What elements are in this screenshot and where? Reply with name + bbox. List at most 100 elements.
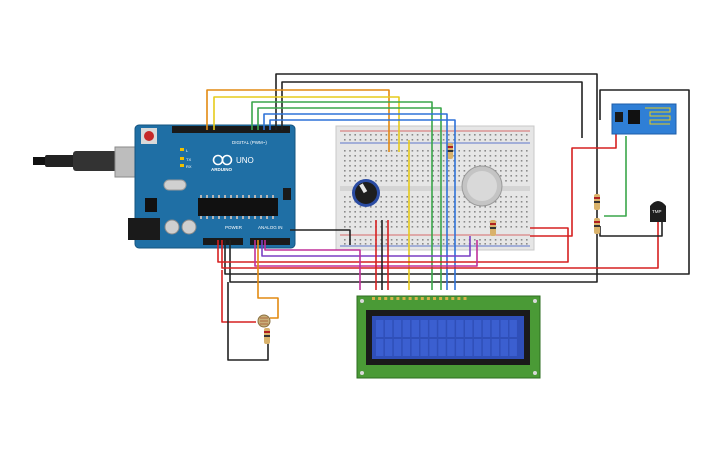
wire-black bbox=[599, 222, 663, 237]
resistor[interactable] bbox=[264, 328, 270, 344]
lcd-pin bbox=[457, 297, 461, 300]
lcd-character-cell bbox=[456, 339, 464, 356]
lcd-pins bbox=[372, 297, 467, 300]
wire-black bbox=[229, 73, 598, 283]
lcd-pin bbox=[384, 297, 388, 300]
lcd-character-cell bbox=[393, 339, 402, 356]
wire-magenta bbox=[254, 240, 478, 267]
lcd-character-cell bbox=[473, 320, 482, 337]
lcd-character-cell bbox=[429, 339, 437, 356]
wire-green bbox=[257, 107, 442, 290]
lcd-character-cell bbox=[384, 320, 393, 337]
digital-header-text: DIGITAL (PWM~) bbox=[232, 140, 267, 145]
wire-orange bbox=[257, 240, 279, 319]
tmp-label: TMP bbox=[652, 209, 662, 214]
lcd-character-cell bbox=[465, 320, 473, 337]
power-jack bbox=[128, 218, 160, 240]
atmega-chip bbox=[198, 198, 278, 216]
wire-red bbox=[221, 222, 659, 269]
arduino-board[interactable]: DIGITAL (PWM~) L TX RX UNO ARDUINO bbox=[128, 124, 296, 249]
lcd-pin bbox=[420, 297, 424, 300]
voltage-regulator bbox=[145, 198, 157, 212]
gas-sensor[interactable] bbox=[461, 165, 503, 207]
lcd-character-cell bbox=[438, 320, 446, 337]
rx-label: RX bbox=[186, 164, 192, 169]
lcd-character-cell bbox=[393, 320, 402, 337]
wire-green bbox=[251, 101, 433, 290]
power-header bbox=[203, 238, 243, 245]
tx-label: TX bbox=[186, 157, 191, 162]
digital-header bbox=[172, 126, 290, 133]
lcd-cells bbox=[376, 320, 517, 356]
lcd-character-cell bbox=[411, 320, 419, 337]
icsp-header bbox=[283, 188, 291, 200]
model-text: UNO bbox=[236, 156, 254, 165]
lcd-character-cell bbox=[447, 339, 455, 356]
lcd-character-cell bbox=[491, 320, 500, 337]
lcd-character-cell bbox=[376, 339, 384, 356]
lcd-character-cell bbox=[500, 339, 508, 356]
led-label: L bbox=[186, 148, 189, 153]
chip-pins bbox=[200, 195, 274, 219]
lcd-character-cell bbox=[482, 320, 491, 337]
lcd-character-cell bbox=[420, 320, 428, 337]
wire-orange bbox=[206, 89, 390, 152]
lcd-character-cell bbox=[402, 320, 411, 337]
lcd-pin bbox=[445, 297, 449, 300]
lcd-pin bbox=[408, 297, 412, 300]
esp8266-module[interactable] bbox=[611, 103, 677, 135]
wire-green bbox=[604, 136, 627, 217]
lcd-character-cell bbox=[465, 339, 473, 356]
lcd-character-cell bbox=[509, 339, 517, 356]
lcd-pin bbox=[390, 297, 394, 300]
lcd-display[interactable] bbox=[356, 295, 541, 379]
lcd-pin bbox=[378, 297, 382, 300]
wire-yellow bbox=[213, 96, 400, 152]
potentiometer[interactable] bbox=[352, 179, 380, 207]
wire-blue bbox=[263, 113, 448, 290]
lcd-character-cell bbox=[438, 339, 446, 356]
wire-red bbox=[221, 270, 256, 323]
capacitor bbox=[164, 219, 180, 235]
resistor[interactable] bbox=[594, 218, 600, 234]
lcd-character-cell bbox=[402, 339, 411, 356]
wire-red bbox=[530, 134, 617, 237]
lcd-character-cell bbox=[456, 320, 464, 337]
reset-button[interactable] bbox=[141, 128, 157, 144]
crystal bbox=[163, 179, 187, 191]
resistor[interactable] bbox=[594, 194, 600, 210]
lcd-pin bbox=[426, 297, 430, 300]
lcd-character-cell bbox=[411, 339, 419, 356]
resistor[interactable] bbox=[447, 143, 453, 159]
capacitor bbox=[181, 219, 197, 235]
wire-blue bbox=[269, 119, 456, 290]
analog-label: ANALOG IN bbox=[258, 225, 283, 230]
power-label: POWER bbox=[225, 225, 243, 230]
wire-purple bbox=[261, 236, 471, 257]
photoresistor[interactable] bbox=[257, 314, 271, 328]
brand-text: ARDUINO bbox=[211, 167, 232, 172]
lcd-pin bbox=[402, 297, 406, 300]
wire-black bbox=[290, 229, 351, 245]
temperature-sensor[interactable]: TMP bbox=[650, 201, 666, 222]
lcd-character-cell bbox=[482, 339, 491, 356]
wire-black bbox=[227, 282, 269, 361]
lcd-pin bbox=[439, 297, 443, 300]
lcd-character-cell bbox=[447, 320, 455, 337]
lcd-character-cell bbox=[473, 339, 482, 356]
wire-magenta bbox=[264, 240, 361, 290]
lcd-character-cell bbox=[420, 339, 428, 356]
lcd-pin bbox=[414, 297, 418, 300]
lcd-character-cell bbox=[491, 339, 500, 356]
resistor[interactable] bbox=[490, 220, 496, 236]
lcd-pin bbox=[463, 297, 467, 300]
lcd-pin bbox=[372, 297, 375, 300]
lcd-character-cell bbox=[384, 339, 393, 356]
analog-header bbox=[250, 238, 290, 245]
lcd-pin bbox=[451, 297, 455, 300]
wire-black bbox=[281, 81, 583, 138]
lcd-character-cell bbox=[500, 320, 508, 337]
lcd-character-cell bbox=[376, 320, 384, 337]
lcd-character-cell bbox=[509, 320, 517, 337]
